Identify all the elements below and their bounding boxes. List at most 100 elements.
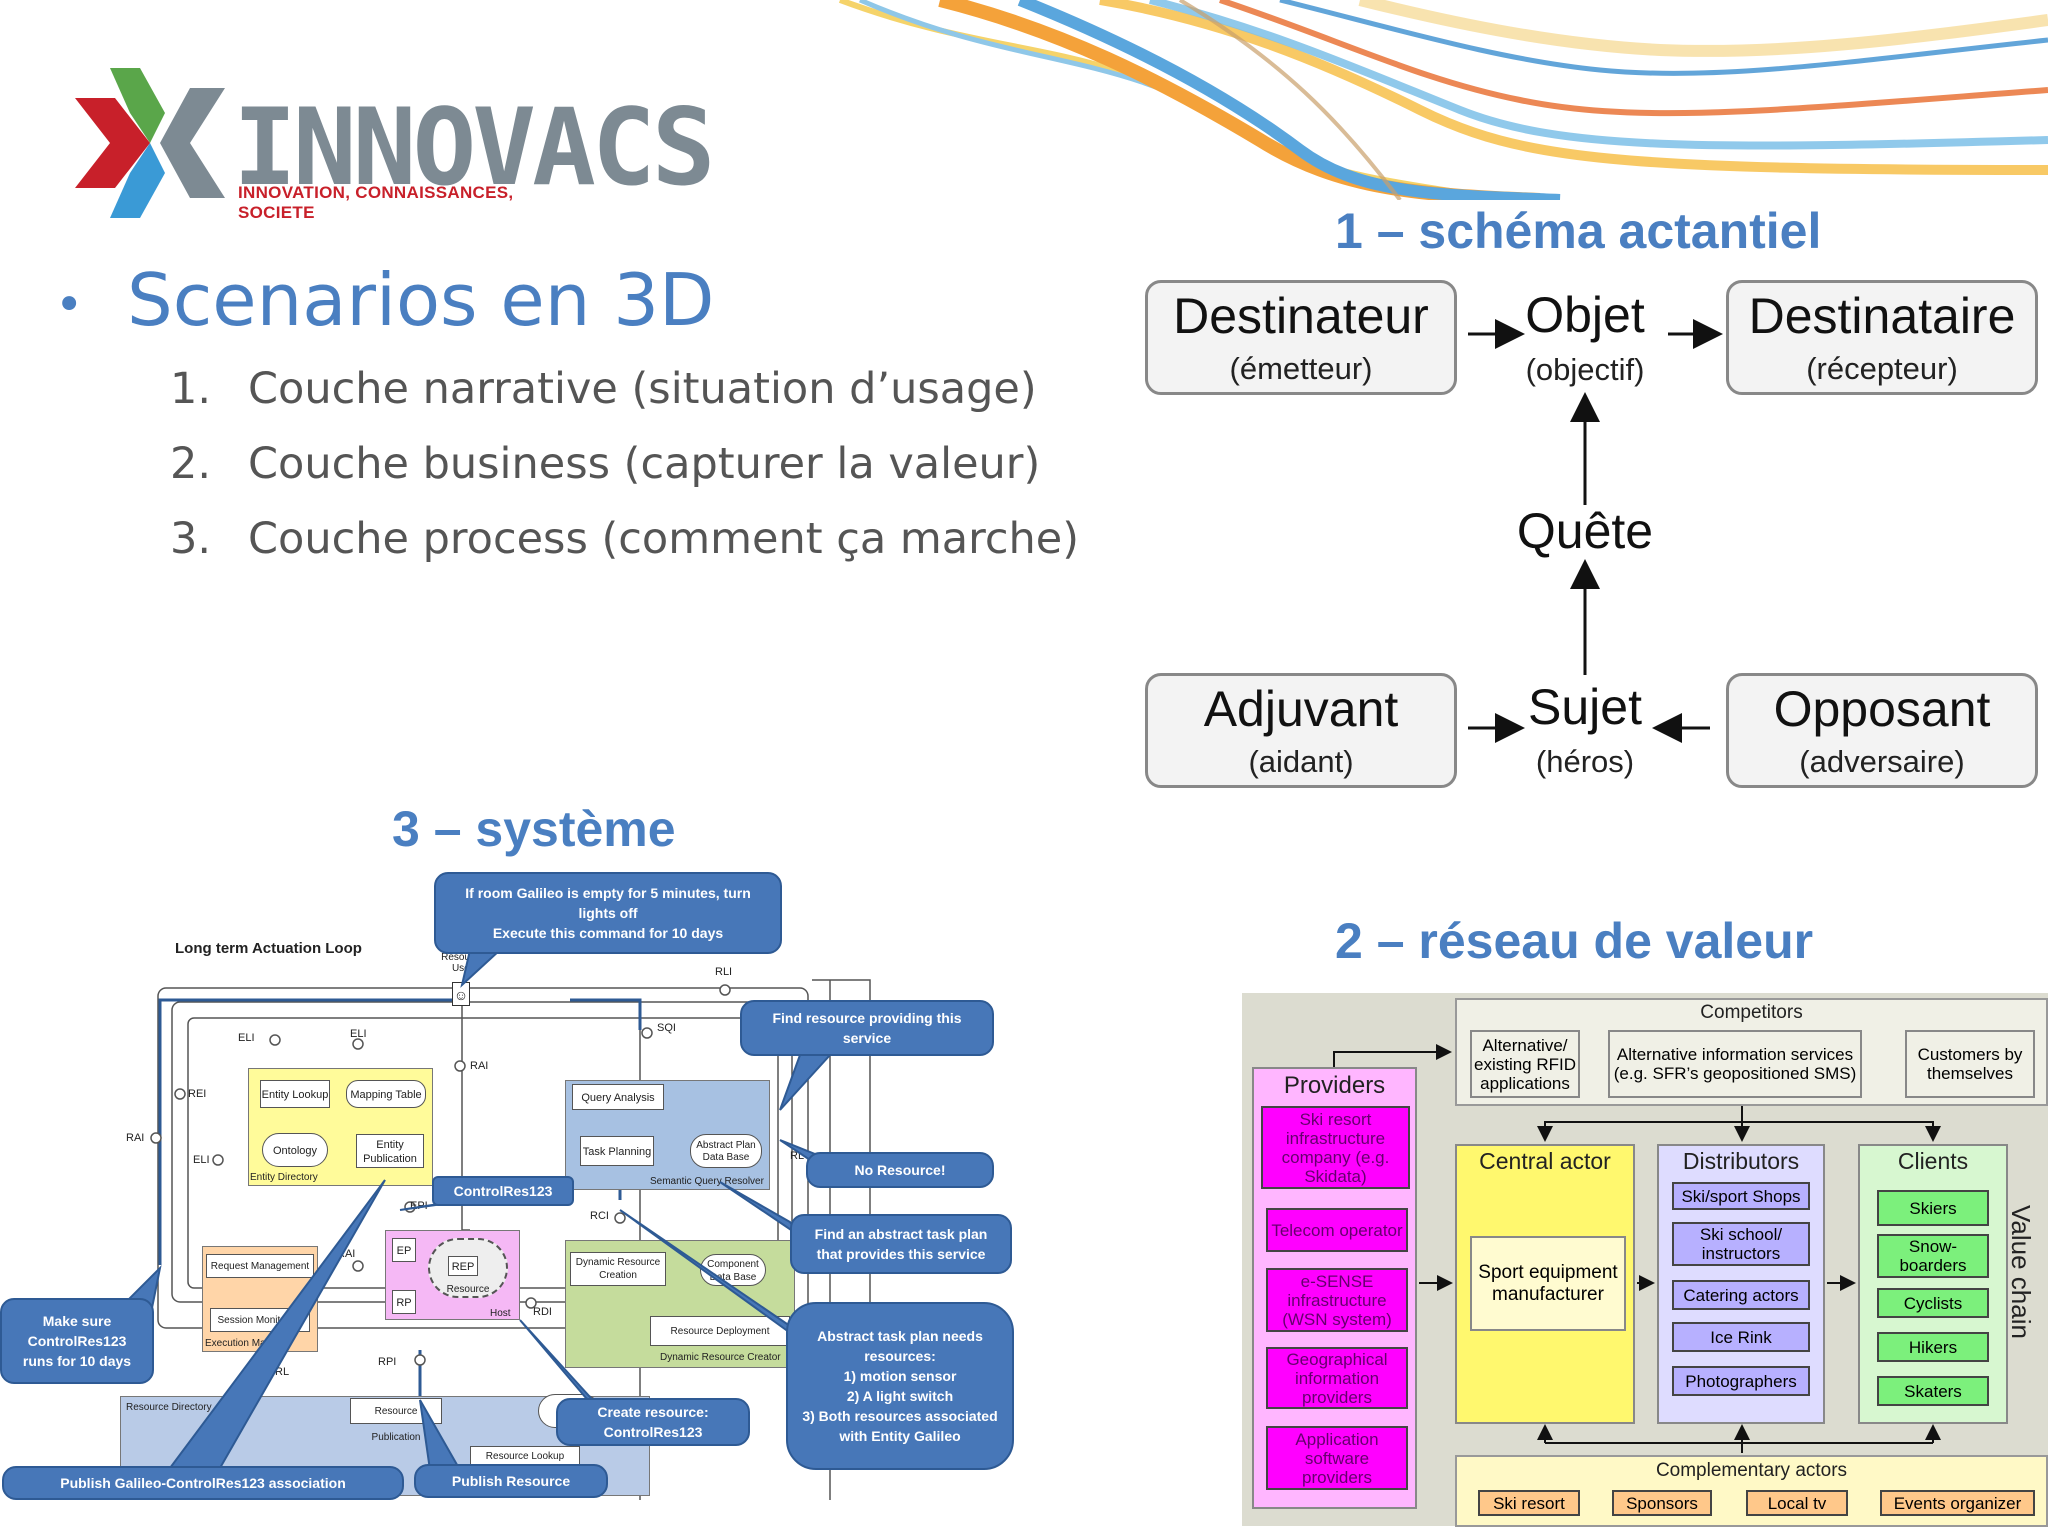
callout-needs: Abstract task plan needs resources: 1) m…: [786, 1302, 1014, 1470]
provider-item: Geographical information providers: [1266, 1347, 1408, 1409]
adjuvant-label: Adjuvant: [1203, 681, 1399, 737]
actantiel-title: 1 – schéma actantiel: [1335, 203, 1822, 259]
providers-title: Providers: [1283, 1072, 1386, 1099]
bullet-heading: •Scenarios en 3D: [55, 258, 714, 342]
logo-x-icon: [75, 68, 225, 218]
objet-sub: (objectif): [1525, 352, 1645, 387]
destinateur-label: Destinateur: [1173, 288, 1429, 344]
list-item: 2.Couche business (capturer la valeur): [170, 439, 1040, 489]
ontology-box: Ontology: [262, 1133, 328, 1167]
provider-item: Telecom operator: [1266, 1208, 1408, 1252]
callout-no-resource: No Resource!: [806, 1152, 994, 1188]
central-actor-title: Central actor: [1479, 1148, 1611, 1174]
opposant-box: Opposant (adversaire): [1726, 673, 2038, 788]
loop-label: Long term Actuation Loop: [175, 940, 362, 957]
list-text: Couche business (capturer la valeur): [248, 439, 1041, 489]
dynamic-creator-label: Dynamic Resource Creator: [660, 1352, 781, 1363]
bullet-dot-icon: •: [55, 277, 84, 334]
entity-directory-label: Entity Directory: [250, 1172, 318, 1183]
distributor-item: Ski/sport Shops: [1672, 1182, 1810, 1210]
list-item: 1. Couche narrative (situation d’usage): [170, 364, 1037, 414]
competitor-item: Alternative information services (e.g. S…: [1608, 1030, 1862, 1098]
abstract-plan-db-box: Abstract Plan Data Base: [690, 1134, 762, 1168]
eli-label: ELI: [193, 1154, 210, 1166]
destinateur-box: Destinateur (émetteur): [1145, 280, 1457, 395]
distributor-item: Catering actors: [1672, 1280, 1810, 1310]
clients-title: Clients: [1897, 1148, 1969, 1174]
quete-label: Quête: [1516, 503, 1654, 559]
resource-label: Resource: [446, 1284, 490, 1295]
opposant-label: Opposant: [1773, 681, 1991, 737]
competitor-item: Alternative/ existing RFID applications: [1470, 1030, 1580, 1098]
systeme-title: 3 – système: [392, 801, 676, 857]
list-num: 1.: [170, 364, 212, 414]
decorative-swirl: [838, 0, 2048, 200]
complementary-item: Sponsors: [1612, 1490, 1712, 1516]
semantic-query-label: Semantic Query Resolver: [650, 1176, 764, 1187]
ep-box: EP: [392, 1238, 416, 1262]
client-item: Cyclists: [1877, 1288, 1989, 1318]
resource-user-icon: ☺: [452, 982, 470, 1006]
component-db-box: Component Data Base: [700, 1254, 766, 1286]
distributor-item: Ice Rink: [1672, 1322, 1810, 1352]
complementary-item: Local tv: [1746, 1490, 1848, 1516]
resource-user-label: Resource User: [441, 952, 484, 974]
rai-label: RAI: [126, 1132, 145, 1144]
provider-item: Ski resort infrastructure company (e.g. …: [1261, 1106, 1410, 1189]
distributor-item: Photographers: [1672, 1366, 1810, 1396]
competitors-title: Competitors: [1700, 1002, 1803, 1023]
client-item: Skaters: [1877, 1376, 1989, 1406]
eli-label: ELI: [350, 1028, 367, 1040]
complementary-item: Ski resort: [1478, 1490, 1580, 1516]
complementary-item: Events organizer: [1880, 1490, 2035, 1516]
sujet-node: Sujet (héros): [1490, 682, 1680, 780]
list-num: 3.: [170, 514, 212, 564]
request-management-box: Request Management: [206, 1254, 314, 1278]
rli-label: RLI: [715, 966, 733, 978]
logo-brand: INNOVACS: [233, 86, 716, 209]
callout-controlres: ControlRes123: [432, 1176, 574, 1206]
adjuvant-sub: (aidant): [1248, 744, 1354, 779]
distributors-title: Distributors: [1682, 1148, 1800, 1174]
task-planning-box: Task Planning: [580, 1136, 654, 1166]
reseau-title: 2 – réseau de valeur: [1335, 913, 1814, 969]
rdi-label: RDI: [533, 1306, 552, 1318]
execution-manager-label: Execution Manager: [205, 1338, 292, 1349]
competitor-item: Customers by themselves: [1905, 1030, 2035, 1098]
opposant-sub: (adversaire): [1799, 744, 1965, 779]
list-item: 3. Couche process (comment ça marche): [170, 514, 1079, 564]
rp-box: RP: [392, 1290, 416, 1314]
rpi-label: RPI: [378, 1356, 397, 1368]
adjuvant-box: Adjuvant (aidant): [1145, 673, 1457, 788]
logo-tagline: INNOVATION, CONNAISSANCES, SOCIETE: [238, 183, 514, 222]
entity-lookup-box: Entity Lookup: [260, 1080, 330, 1108]
sujet-sub: (héros): [1535, 744, 1635, 779]
resource-node: [428, 1238, 508, 1298]
destinataire-label: Destinataire: [1748, 288, 2016, 344]
destinateur-sub: (émetteur): [1229, 351, 1373, 386]
dynamic-resource-creation-box: Dynamic Resource Creation: [570, 1252, 666, 1286]
central-actor-item: Sport equipment manufacturer: [1470, 1236, 1626, 1331]
entity-publication-box: Entity Publication: [356, 1134, 424, 1168]
eli-label: ELI: [238, 1032, 255, 1044]
complementary-title: Complementary actors: [1655, 1460, 1848, 1481]
epi-label: EPI: [410, 1200, 428, 1212]
resource-directory-label: Resource Directory: [126, 1402, 212, 1413]
sujet-label: Sujet: [1528, 679, 1642, 735]
list-text: Couche narrative (situation d’usage): [248, 364, 1037, 414]
callout-publish-assoc: Publish Galileo-ControlRes123 associatio…: [2, 1466, 404, 1500]
mapping-table-box: Mapping Table: [346, 1080, 426, 1108]
destinataire-box: Destinataire (récepteur): [1726, 280, 2038, 395]
rei-label: REI: [188, 1088, 207, 1100]
provider-item: Application software providers: [1266, 1426, 1408, 1490]
client-item: Snow-boarders: [1877, 1234, 1989, 1278]
objet-node: Objet (objectif): [1490, 290, 1680, 388]
rl-label: RL: [275, 1366, 290, 1378]
client-item: Skiers: [1877, 1190, 1989, 1226]
rai-label: RAI: [470, 1060, 489, 1072]
list-text: Couche process (comment ça marche): [248, 514, 1080, 564]
sqi-label: SQI: [657, 1022, 676, 1034]
callout-abstract-plan: Find an abstract task plan that provides…: [790, 1214, 1012, 1274]
